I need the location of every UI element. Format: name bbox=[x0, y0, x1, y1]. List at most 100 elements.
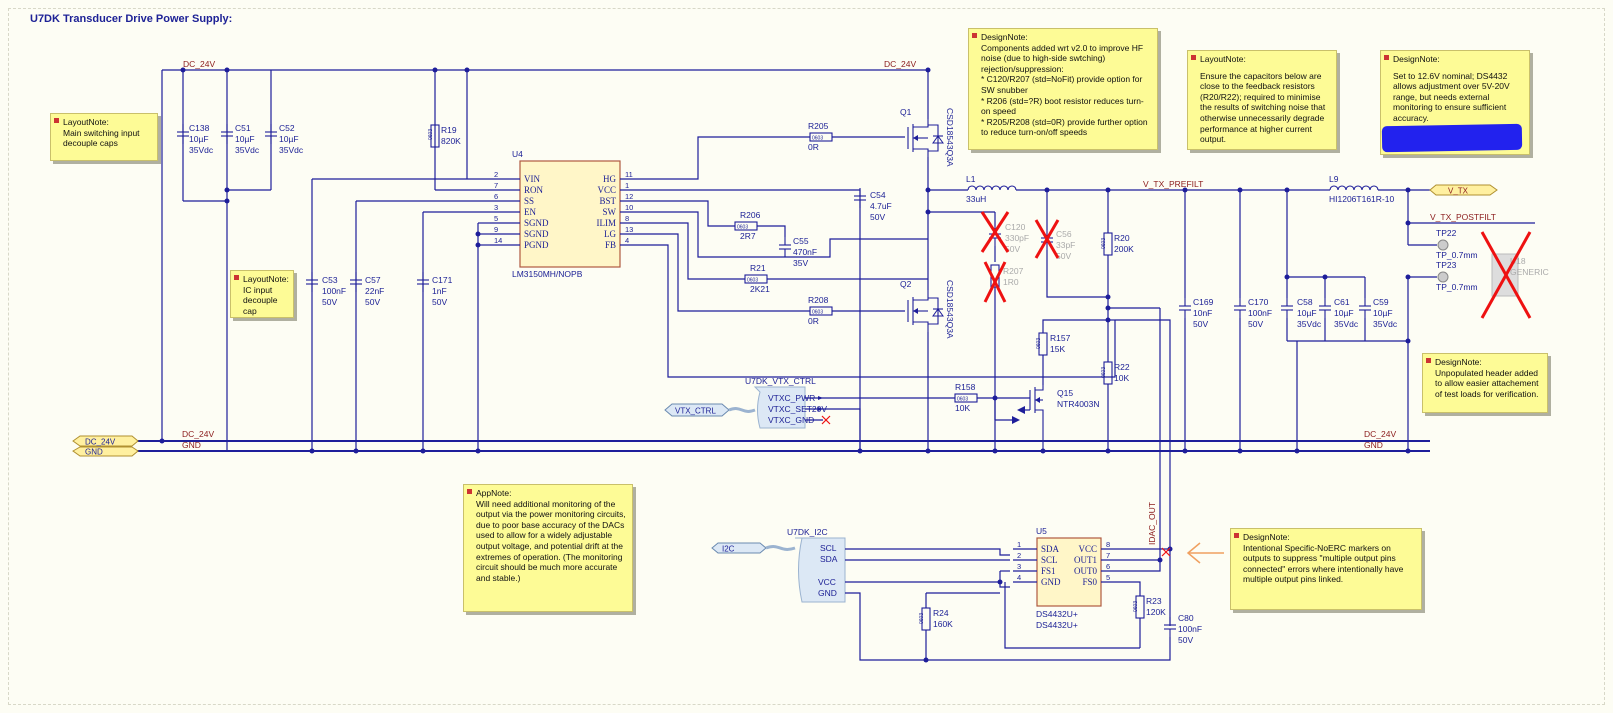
u4-pin-name: SGND bbox=[524, 229, 549, 239]
u4-pin-name: FB bbox=[605, 240, 616, 250]
net-idac-out: IDAC_OUT bbox=[1147, 502, 1157, 545]
ic-u5-ds4432[interactable]: U5 DS4432U+ DS4432U+ bbox=[1036, 526, 1102, 630]
note-unpopulated-header: DesignNote:Unpopulated header added to a… bbox=[1422, 353, 1548, 413]
cap-ref: C57 bbox=[365, 275, 381, 285]
note-noerc: DesignNote:Intentional Specific-NoERC ma… bbox=[1230, 528, 1422, 610]
u4-pin-number: 12 bbox=[625, 192, 633, 201]
test-point-tp22[interactable]: TP22 TP_0.7mm bbox=[1436, 228, 1478, 260]
dnp-cross bbox=[1034, 219, 1060, 259]
cap-value: 10µF bbox=[279, 134, 299, 144]
note-hf-noise: DesignNote:Components added wrt v2.0 to … bbox=[968, 28, 1158, 150]
u4-pin-name: SS bbox=[524, 196, 534, 206]
net-gnd-bus-left: GND bbox=[182, 440, 201, 450]
svg-text:TP23: TP23 bbox=[1436, 260, 1457, 270]
fet-q15[interactable]: Q15 NTR4003N bbox=[1029, 385, 1100, 451]
ic-u4-lm3150[interactable]: U4 LM3150MH/NOPB bbox=[512, 149, 621, 279]
svg-text:GND: GND bbox=[85, 448, 103, 457]
res-ref: R20 bbox=[1114, 233, 1130, 243]
cap-voltage: 35Vdc bbox=[1334, 319, 1359, 329]
res-dnp-value: 1R0 bbox=[1003, 277, 1019, 287]
cap-value: 10µF bbox=[235, 134, 255, 144]
res-value: 0R bbox=[808, 142, 819, 152]
res-ref: R23 bbox=[1146, 596, 1162, 606]
u4-pin-number: 6 bbox=[494, 192, 498, 201]
res-ref: R157 bbox=[1050, 333, 1071, 343]
u4-pin-number: 11 bbox=[625, 170, 633, 179]
svg-text:VTX_CTRL: VTX_CTRL bbox=[675, 407, 716, 416]
inductor-l1[interactable]: L1 33uH bbox=[966, 174, 1017, 204]
cap-value: 10nF bbox=[1193, 308, 1212, 318]
net-gnd-bus-right: GND bbox=[1364, 440, 1383, 450]
u4-pin-name: EN bbox=[524, 207, 536, 217]
res-value: 120K bbox=[1146, 607, 1166, 617]
net-v-tx-prefilt: V_TX_PREFILT bbox=[1143, 179, 1203, 189]
svg-text:CSD18543Q3A: CSD18543Q3A bbox=[945, 108, 955, 167]
port-dc24[interactable]: DC_24V bbox=[72, 435, 139, 447]
inductor-l9[interactable]: L9 HI1206T161R-10 bbox=[1329, 174, 1394, 204]
fet-q2[interactable]: Q2 CSD18543Q3A bbox=[900, 279, 955, 339]
u4-pin-number: 2 bbox=[494, 170, 498, 179]
res-ref: R158 bbox=[955, 382, 976, 392]
dnp-cross bbox=[980, 211, 1010, 253]
res-pkg: 0603 bbox=[1133, 601, 1139, 612]
u5-pin-name: GND bbox=[1041, 577, 1061, 587]
port-i2c[interactable]: I2C bbox=[711, 542, 767, 554]
res-pkg: 0603 bbox=[737, 225, 748, 231]
harness-i2c[interactable]: U7DK_I2C SCL SDA VCC GND bbox=[787, 527, 846, 603]
cap-voltage: 50V bbox=[322, 297, 337, 307]
svg-text:TP22: TP22 bbox=[1436, 228, 1457, 238]
port-vtx-ctrl[interactable]: VTX_CTRL bbox=[664, 403, 730, 417]
u4-pin-name: SGND bbox=[524, 218, 549, 228]
res-value: 15K bbox=[1050, 344, 1065, 354]
cap-voltage: 35Vdc bbox=[235, 145, 260, 155]
cap-voltage: 35Vdc bbox=[1297, 319, 1322, 329]
u4-pin-name: PGND bbox=[524, 240, 549, 250]
u4-pin-number: 4 bbox=[625, 236, 629, 245]
u4-ref: U4 bbox=[512, 149, 523, 159]
dnp-cross bbox=[1480, 231, 1532, 319]
harness-pin: VCC bbox=[818, 577, 836, 587]
net-dc24-bus-left: DC_24V bbox=[182, 429, 214, 439]
svg-text:DC_24V: DC_24V bbox=[85, 438, 116, 447]
res-value: 0R bbox=[808, 316, 819, 326]
cap-ref: C169 bbox=[1193, 297, 1214, 307]
header-u18[interactable]: U18 GENERIC bbox=[1491, 253, 1549, 297]
res-pkg: 0603 bbox=[919, 613, 925, 624]
res-value: 10K bbox=[1114, 373, 1129, 383]
svg-text:TP_0.7mm: TP_0.7mm bbox=[1436, 282, 1478, 292]
u4-pin-name: VIN bbox=[524, 174, 540, 184]
sheet-border bbox=[8, 8, 1605, 705]
cap-voltage: 50V bbox=[1193, 319, 1208, 329]
u4-pin-name: VCC bbox=[597, 185, 616, 195]
cap-voltage: 35Vdc bbox=[1373, 319, 1398, 329]
cap-ref: C54 bbox=[870, 190, 886, 200]
cap-ref: C58 bbox=[1297, 297, 1313, 307]
cap-value: 100nF bbox=[1248, 308, 1272, 318]
cap-voltage: 50V bbox=[1178, 635, 1193, 645]
port-gnd[interactable]: GND bbox=[72, 446, 139, 457]
note-app-monitoring: AppNote:Will need additional monitoring … bbox=[463, 484, 633, 612]
cap-value: 10µF bbox=[1297, 308, 1317, 318]
harness-vtx-ctrl[interactable]: U7DK_VTX_CTRL VTXC_PWR VTXC_SET20V VTXC_… bbox=[745, 376, 827, 429]
u4-pin-number: 8 bbox=[625, 214, 629, 223]
res-ref: R24 bbox=[933, 608, 949, 618]
svg-text:33uH: 33uH bbox=[966, 194, 986, 204]
port-v-tx[interactable]: V_TX bbox=[1429, 184, 1498, 196]
harness-pin: GND bbox=[818, 588, 837, 598]
svg-text:L9: L9 bbox=[1329, 174, 1339, 184]
u5-pin-number: 7 bbox=[1106, 551, 1110, 560]
cap-voltage: 50V bbox=[870, 212, 885, 222]
res-pkg: 0603 bbox=[812, 136, 823, 142]
u4-pin-name: LG bbox=[604, 229, 616, 239]
u5-pin-name: SCL bbox=[1041, 555, 1058, 565]
fet-q1[interactable]: Q1 CSD18543Q3A bbox=[900, 107, 955, 167]
u5-part: DS4432U+ bbox=[1036, 609, 1078, 619]
cap-ref: C171 bbox=[432, 275, 453, 285]
cap-voltage: 35V bbox=[793, 258, 808, 268]
cap-value: 100nF bbox=[322, 286, 346, 296]
test-point-tp23[interactable]: TP23 TP_0.7mm bbox=[1436, 260, 1478, 292]
dnp-cross bbox=[983, 261, 1007, 303]
cap-voltage: 35Vdc bbox=[189, 145, 214, 155]
cap-dnp-voltage: 50V bbox=[1056, 251, 1071, 261]
